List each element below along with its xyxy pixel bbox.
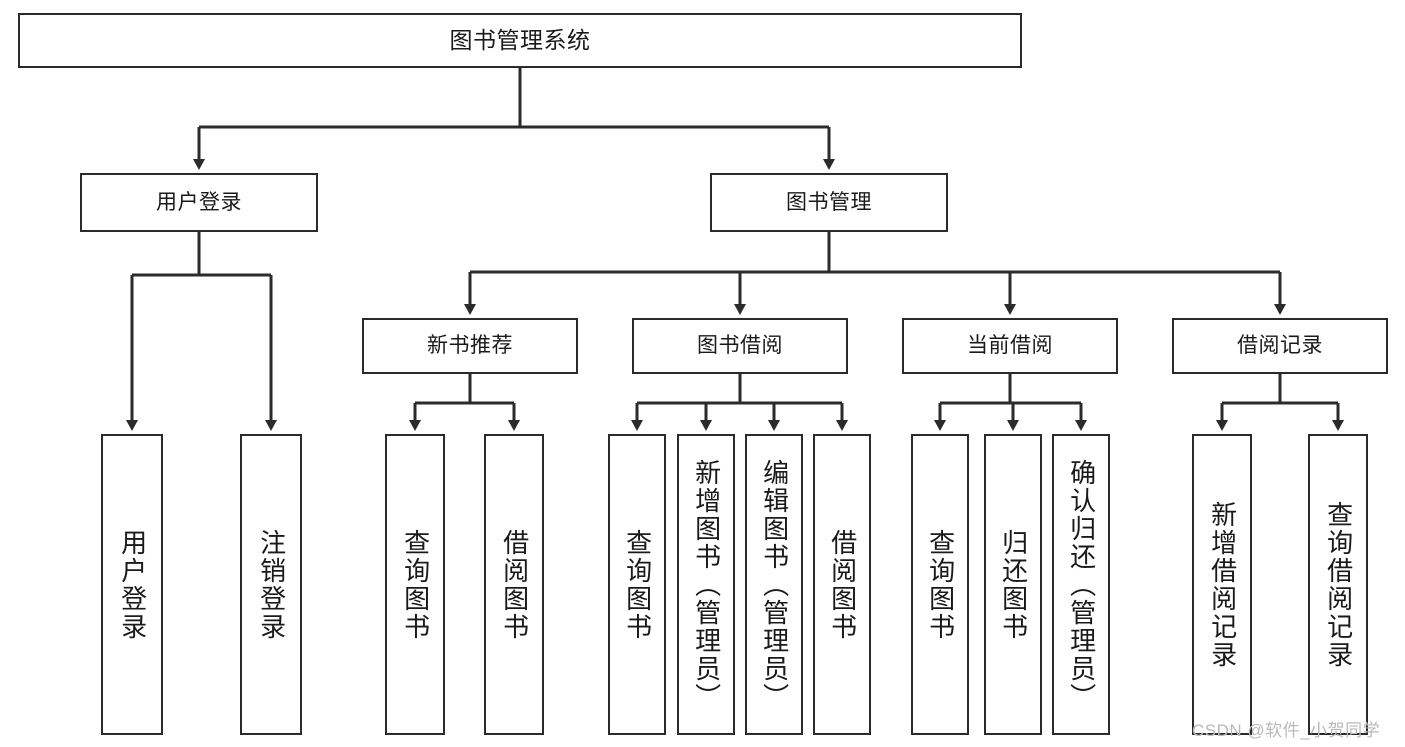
node-current-borrow-label: 当前借阅 xyxy=(967,334,1053,358)
node-user-login[interactable]: 用户登录 xyxy=(80,173,318,232)
node-book-borrow-label: 图书借阅 xyxy=(697,334,783,358)
node-leaf-user-logout[interactable]: 注销登录 xyxy=(240,434,302,735)
node-leaf-query-record[interactable]: 查询借阅记录 xyxy=(1308,434,1368,735)
node-leaf-edit-book[interactable]: 编辑图书（管理员） xyxy=(745,434,803,735)
node-leaf-borrow-book-1[interactable]: 借阅图书 xyxy=(484,434,544,735)
node-book-borrow[interactable]: 图书借阅 xyxy=(632,318,848,374)
node-leaf-user-login-label: 用户登录 xyxy=(117,528,148,641)
node-leaf-query-book-3[interactable]: 查询图书 xyxy=(911,434,969,735)
node-book-manage-label: 图书管理 xyxy=(786,190,872,214)
node-leaf-borrow-book-2-label: 借阅图书 xyxy=(827,528,858,641)
node-user-login-label: 用户登录 xyxy=(156,190,242,214)
node-leaf-edit-book-label: 编辑图书（管理员） xyxy=(759,458,790,711)
node-leaf-add-book-label: 新增图书（管理员） xyxy=(691,458,722,711)
node-leaf-return-book[interactable]: 归还图书 xyxy=(984,434,1042,735)
node-current-borrow[interactable]: 当前借阅 xyxy=(902,318,1118,374)
node-borrow-record-label: 借阅记录 xyxy=(1237,334,1323,358)
node-leaf-add-record[interactable]: 新增借阅记录 xyxy=(1192,434,1252,735)
node-leaf-query-book-3-label: 查询图书 xyxy=(925,528,956,641)
node-leaf-query-book-1-label: 查询图书 xyxy=(400,528,431,641)
node-book-manage[interactable]: 图书管理 xyxy=(710,173,948,232)
node-leaf-user-login[interactable]: 用户登录 xyxy=(101,434,163,735)
node-leaf-query-record-label: 查询借阅记录 xyxy=(1323,500,1354,669)
node-leaf-add-record-label: 新增借阅记录 xyxy=(1207,500,1238,669)
node-new-book-rec[interactable]: 新书推荐 xyxy=(362,318,578,374)
node-leaf-borrow-book-1-label: 借阅图书 xyxy=(499,528,530,641)
watermark-text: CSDN @软件_小贺同学 xyxy=(1192,721,1381,740)
node-leaf-confirm-return-label: 确认归还（管理员） xyxy=(1066,458,1097,711)
node-leaf-return-book-label: 归还图书 xyxy=(998,528,1029,641)
node-leaf-query-book-2-label: 查询图书 xyxy=(622,528,653,641)
node-leaf-borrow-book-2[interactable]: 借阅图书 xyxy=(813,434,871,735)
node-new-book-rec-label: 新书推荐 xyxy=(427,334,513,358)
node-leaf-add-book[interactable]: 新增图书（管理员） xyxy=(677,434,735,735)
node-leaf-user-logout-label: 注销登录 xyxy=(256,528,287,641)
node-leaf-query-book-2[interactable]: 查询图书 xyxy=(608,434,666,735)
node-root-label: 图书管理系统 xyxy=(449,26,591,53)
node-leaf-confirm-return[interactable]: 确认归还（管理员） xyxy=(1052,434,1110,735)
node-borrow-record[interactable]: 借阅记录 xyxy=(1172,318,1388,374)
node-root[interactable]: 图书管理系统 xyxy=(18,13,1022,68)
node-leaf-query-book-1[interactable]: 查询图书 xyxy=(385,434,445,735)
